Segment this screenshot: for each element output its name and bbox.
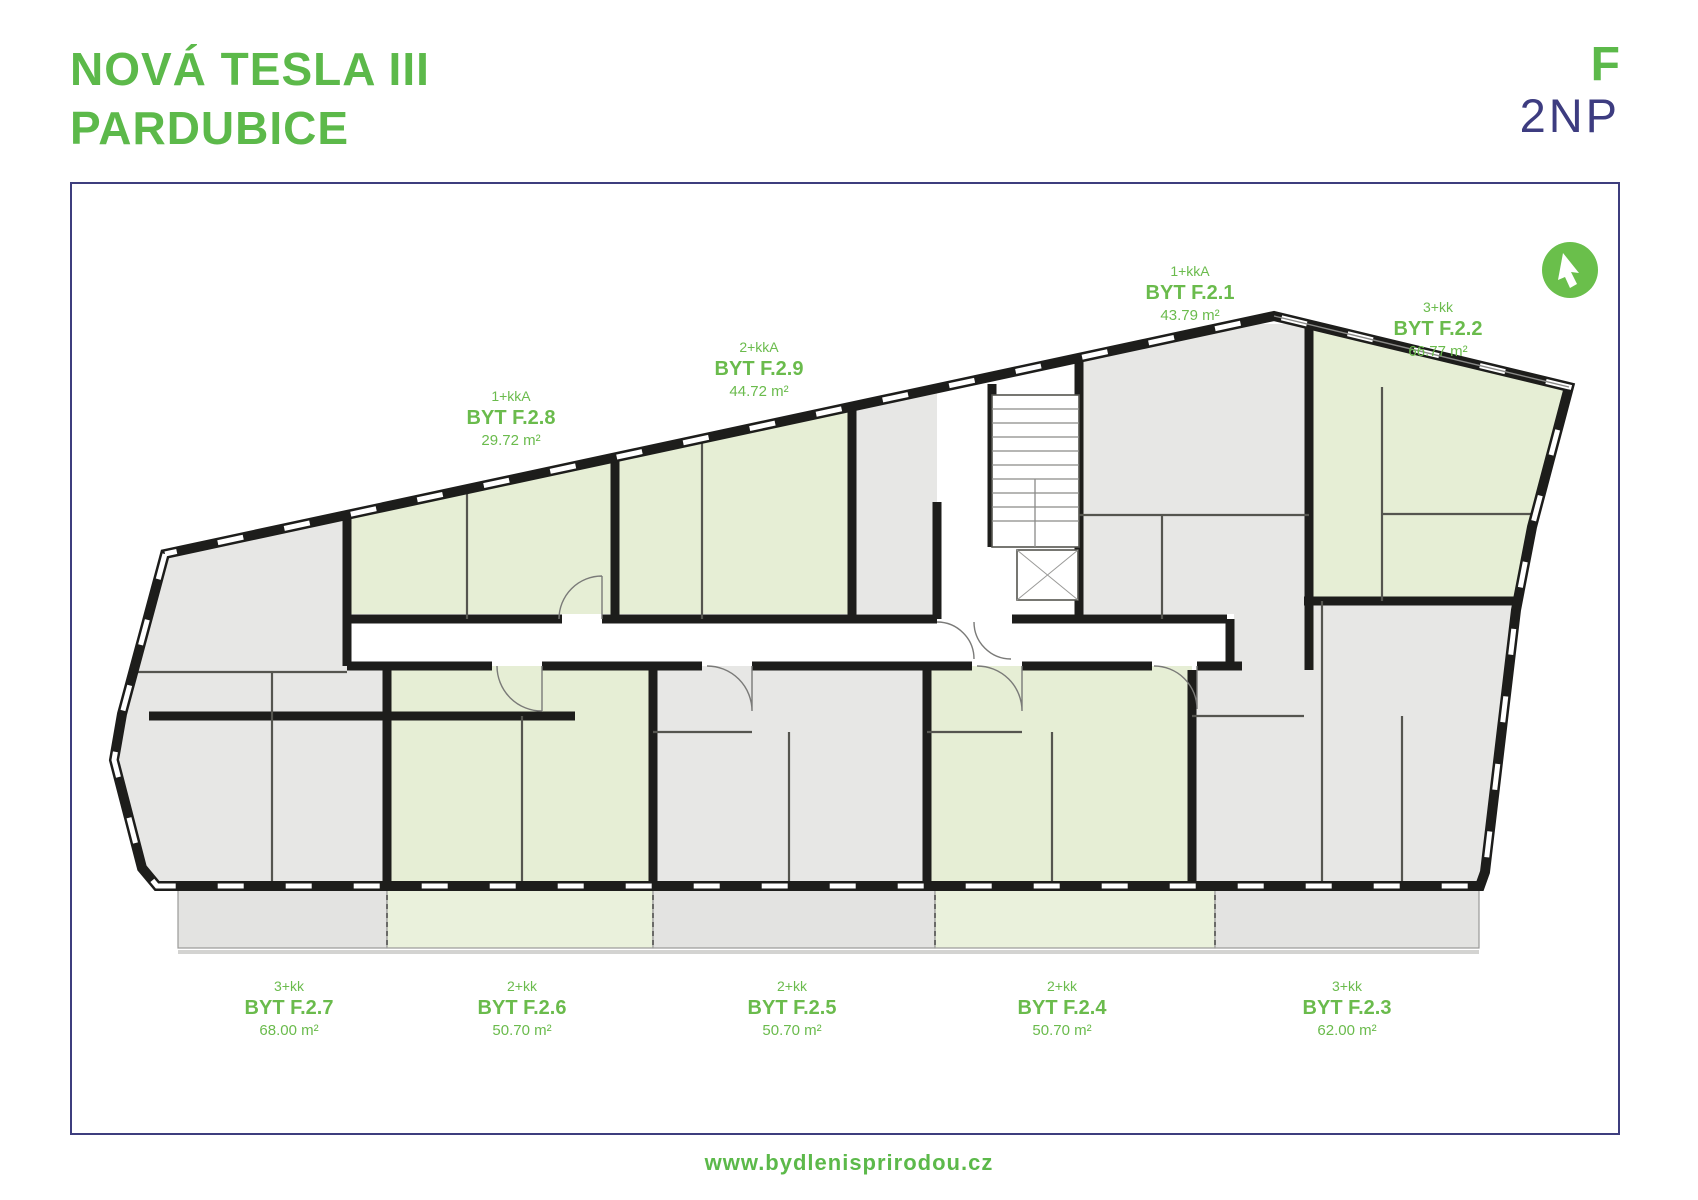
floor-number: 2NP — [1519, 89, 1620, 142]
apt-name: BYT F.2.3 — [1302, 997, 1392, 1019]
apt-label-f26: 2+kk BYT F.2.6 50.70 m² — [478, 976, 567, 1042]
room-fills — [120, 316, 1569, 886]
door-arcs — [496, 575, 1198, 712]
apt-label-f29: 2+kkA BYT F.2.9 44.72 m² — [715, 337, 804, 403]
apt-label-f21: 1+kkA BYT F.2.1 43.79 m² — [1146, 261, 1235, 327]
apt-area: 50.70 m² — [492, 1022, 552, 1039]
terrace-railing — [1273, 315, 1570, 388]
page-title-line1: NOVÁ TESLA III — [70, 43, 430, 95]
page-title-line2: PARDUBICE — [70, 102, 350, 154]
apt-label-f28: 1+kkA BYT F.2.8 29.72 m² — [467, 386, 556, 452]
apt-area: 44.72 m² — [729, 383, 789, 400]
apt-type: 3+kk — [274, 978, 304, 994]
room-f26 — [387, 666, 653, 886]
building-letter: F — [1590, 38, 1620, 91]
apt-type: 3+kk — [1423, 299, 1453, 315]
apt-name: BYT F.2.8 — [466, 407, 556, 429]
room-f21-lower — [1234, 614, 1309, 670]
apt-label-f22: 3+kk BYT F.2.2 66.77 m² — [1394, 297, 1483, 363]
apt-name: BYT F.2.7 — [244, 997, 334, 1019]
apt-label-f25: 2+kk BYT F.2.5 50.70 m² — [748, 976, 837, 1042]
interior-walls — [149, 316, 1520, 886]
apt-name: BYT F.2.2 — [1393, 318, 1483, 340]
room-f23 — [1192, 601, 1516, 886]
room-f22 — [1309, 316, 1569, 626]
window-slots — [111, 313, 1573, 889]
balcony-strip — [177, 885, 1480, 954]
apt-type: 1+kkA — [1170, 263, 1210, 279]
apt-label-f23: 3+kk BYT F.2.3 62.00 m² — [1303, 976, 1392, 1042]
apt-area: 29.72 m² — [481, 432, 541, 449]
interior-partitions — [120, 384, 1532, 884]
apt-type: 2+kk — [777, 978, 807, 994]
room-f21 — [1079, 324, 1309, 614]
apt-name: BYT F.2.1 — [1145, 282, 1235, 304]
apt-area: 50.70 m² — [762, 1022, 822, 1039]
sheet-id: F 2NP — [1520, 40, 1620, 142]
room-f29 — [615, 369, 852, 614]
page-title: NOVÁ TESLA III PARDUBICE — [70, 40, 430, 158]
apt-type: 2+kk — [507, 978, 537, 994]
apt-type: 1+kkA — [491, 388, 531, 404]
room-f29-bedroom — [852, 374, 937, 614]
apt-area: 43.79 m² — [1160, 307, 1220, 324]
apt-name: BYT F.2.4 — [1017, 997, 1107, 1019]
room-f24 — [927, 666, 1192, 886]
apt-area: 50.70 m² — [1032, 1022, 1092, 1039]
floorplan-frame: 1+kkA BYT F.2.1 43.79 m² 3+kk BYT F.2.2 … — [70, 182, 1620, 1135]
room-f27 — [120, 472, 387, 886]
apt-type: 2+kk — [1047, 978, 1077, 994]
apt-name: BYT F.2.6 — [477, 997, 567, 1019]
apt-type: 3+kk — [1332, 978, 1362, 994]
staircase — [991, 394, 1080, 548]
apt-area: 68.00 m² — [259, 1022, 319, 1039]
room-f28 — [347, 432, 615, 614]
apt-name: BYT F.2.9 — [714, 358, 804, 380]
apt-area: 66.77 m² — [1408, 343, 1468, 360]
elevator — [1016, 549, 1079, 601]
apt-label-f24: 2+kk BYT F.2.4 50.70 m² — [1018, 976, 1107, 1042]
website-link[interactable]: www.bydlenisprirodou.cz — [704, 1150, 994, 1175]
apt-type: 2+kkA — [739, 339, 779, 355]
apt-name: BYT F.2.5 — [747, 997, 837, 1019]
apt-area: 62.00 m² — [1317, 1022, 1377, 1039]
north-arrow-icon — [1542, 242, 1598, 298]
floorplan-drawing — [108, 242, 1598, 954]
apt-label-f27: 3+kk BYT F.2.7 68.00 m² — [245, 976, 334, 1042]
